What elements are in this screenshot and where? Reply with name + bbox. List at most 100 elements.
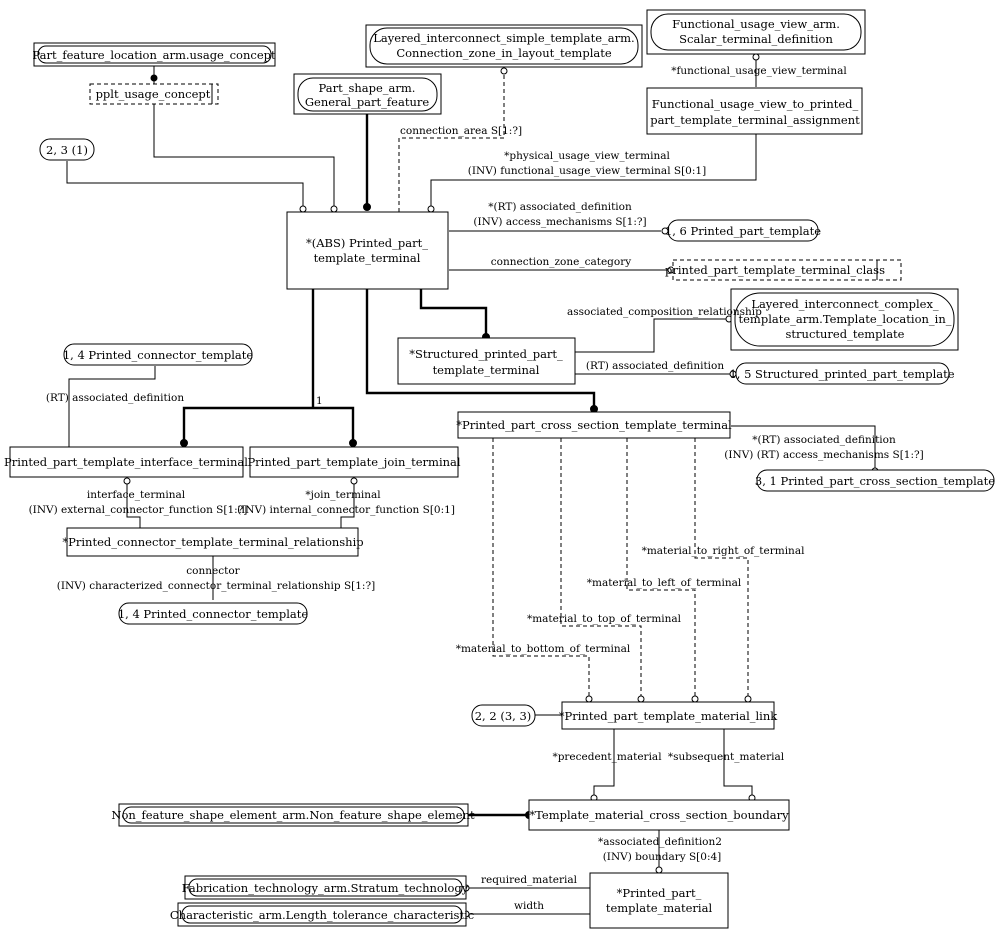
select-label: pplt_usage_concept bbox=[96, 87, 211, 101]
entity-label: Characteristic_arm.Length_tolerance_char… bbox=[170, 908, 474, 922]
label-join-terminal: *join_terminal bbox=[305, 489, 381, 501]
join-terminal-line bbox=[340, 484, 355, 528]
terminator bbox=[637, 695, 645, 703]
entity-structured-printed-part-template-terminal[interactable]: *Structured_printed_part_ template_termi… bbox=[397, 337, 576, 385]
entity-printed-part-template-material[interactable]: *Printed_part_ template_material bbox=[589, 872, 729, 929]
page-ref-1-4-printed-connector-template-top[interactable]: 1, 4 Printed_connector_template bbox=[63, 343, 254, 366]
entity-non-feature-shape-element[interactable]: Non_feature_shape_element_arm.Non_featur… bbox=[111, 803, 475, 827]
terminator bbox=[500, 67, 508, 75]
entity-label-line-1: Layered_interconnect_simple_template_arm… bbox=[373, 31, 634, 45]
label-inv-rt-access-mechanisms: (INV) (RT) access_mechanisms S[1:?] bbox=[724, 449, 923, 461]
terminator bbox=[349, 439, 357, 447]
entity-join-terminal[interactable]: Printed_part_template_join_terminal bbox=[247, 446, 461, 478]
entity-interface-terminal[interactable]: Printed_part_template_interface_terminal bbox=[4, 446, 248, 478]
terminator bbox=[691, 695, 699, 703]
entity-label-line-1: Functional_usage_view_arm. bbox=[672, 17, 840, 31]
entity-label-line-2: General_part_feature bbox=[305, 95, 430, 109]
entity-part-feature-location-usage-concept[interactable]: Part_feature_location_arm.usage_concept bbox=[32, 42, 276, 67]
label-physical-usage-view-terminal: *physical_usage_view_terminal bbox=[504, 150, 670, 162]
entity-label-line-3: structured_template bbox=[786, 327, 905, 341]
connector-associated-definition-line bbox=[68, 366, 156, 447]
terminator bbox=[180, 439, 188, 447]
entity-label: Fabrication_technology_arm.Stratum_techn… bbox=[182, 881, 469, 895]
page-ref-1-4-printed-connector-template-bottom[interactable]: 1, 4 Printed_connector_template bbox=[118, 602, 309, 625]
terminator bbox=[330, 205, 338, 213]
entity-label-line-2: template_terminal bbox=[433, 363, 540, 377]
label-inv-functional-usage-view-terminal: (INV) functional_usage_view_terminal S[0… bbox=[468, 165, 706, 177]
label-associated-composition-relationship: associated_composition_relationship bbox=[567, 306, 762, 318]
label-rt-associated-definition-cross: *(RT) associated_definition bbox=[752, 434, 896, 446]
connection-area-line bbox=[398, 70, 505, 212]
page-ref-1-6-printed-part-template[interactable]: 1, 6 Printed_part_template bbox=[665, 219, 821, 242]
entity-layered-interconnect-simple[interactable]: Layered_interconnect_simple_template_arm… bbox=[365, 24, 643, 68]
ref-label: 1, 5 Structured_printed_part_template bbox=[729, 367, 954, 381]
label-inv-boundary: (INV) boundary S[0:4] bbox=[603, 851, 722, 863]
entity-label: Printed_part_template_interface_terminal bbox=[4, 455, 248, 469]
entity-connector-terminal-relationship[interactable]: *Printed_connector_template_terminal_rel… bbox=[62, 527, 364, 557]
label-inv-external-connector-function: (INV) external_connector_function S[1:?] bbox=[29, 504, 248, 516]
terminator bbox=[590, 405, 598, 413]
page-ref-2-3-1[interactable]: 2, 3 (1) bbox=[39, 138, 95, 161]
entity-length-tolerance-characteristic[interactable]: Characteristic_arm.Length_tolerance_char… bbox=[170, 902, 474, 927]
page-ref-1-5-structured-printed-part-template[interactable]: 1, 5 Structured_printed_part_template bbox=[729, 362, 955, 385]
entity-cross-section-template-terminal[interactable]: *Printed_part_cross_section_template_ter… bbox=[456, 411, 732, 439]
terminator bbox=[150, 74, 158, 82]
label-precedent-material: *precedent_material bbox=[552, 751, 662, 763]
associated-composition-line bbox=[575, 318, 728, 353]
entity-label-line-1: *Printed_part_ bbox=[617, 886, 702, 900]
entity-label-line-1: Layered_interconnect_complex_ bbox=[751, 297, 939, 311]
entity-functional-usage-view-assignment[interactable]: Functional_usage_view_to_printed_ part_t… bbox=[646, 87, 863, 135]
entity-label-line-2: template_arm.Template_location_in_ bbox=[739, 312, 952, 326]
type-printed-part-template-terminal-class[interactable]: printed_part_template_terminal_class bbox=[665, 259, 902, 281]
entity-functional-usage-view-scalar[interactable]: Functional_usage_view_arm. Scalar_termin… bbox=[646, 9, 866, 55]
ref-label: 1, 4 Printed_connector_template bbox=[118, 607, 309, 621]
label-material-to-right: *material_to_right_of_terminal bbox=[642, 545, 806, 557]
entity-material-link[interactable]: *Printed_part_template_material_link bbox=[559, 701, 779, 730]
ref-label: 3, 1 Printed_part_cross_section_template bbox=[755, 474, 995, 488]
label-connection-zone-category: connection_zone_category bbox=[491, 256, 631, 268]
select-pplt-usage-concept[interactable]: pplt_usage_concept bbox=[89, 83, 219, 105]
label-material-to-left: *material_to_left_of_terminal bbox=[587, 577, 742, 589]
material-to-bottom-line bbox=[492, 438, 590, 697]
terminator bbox=[299, 205, 307, 213]
label-rt-associated-definition-structured: (RT) associated_definition bbox=[586, 360, 724, 372]
physical-usage-view-terminal-line bbox=[430, 134, 757, 206]
terminator bbox=[585, 695, 593, 703]
entity-layered-interconnect-complex[interactable]: Layered_interconnect_complex_ template_a… bbox=[730, 288, 959, 351]
entity-label: *Printed_connector_template_terminal_rel… bbox=[62, 535, 363, 549]
label-inv-characterized-connector: (INV) characterized_connector_terminal_r… bbox=[57, 580, 375, 592]
cross-section-associated-definition-line bbox=[731, 425, 876, 470]
label-connection-area: connection_area S[1:?] bbox=[400, 125, 522, 137]
label-material-to-bottom: *material_to_bottom_of_terminal bbox=[456, 643, 631, 655]
entity-label-line-2: Scalar_terminal_definition bbox=[679, 32, 833, 46]
entity-template-material-cross-section-boundary[interactable]: *Template_material_cross_section_boundar… bbox=[528, 799, 790, 831]
entity-stratum-technology[interactable]: Fabrication_technology_arm.Stratum_techn… bbox=[182, 875, 469, 900]
entity-label-line-1: *(ABS) Printed_part_ bbox=[306, 236, 428, 250]
material-to-right-line bbox=[694, 438, 749, 697]
terminator bbox=[752, 53, 760, 61]
terminator bbox=[655, 866, 663, 874]
label-inv-access-mechanisms: (INV) access_mechanisms S[1:?] bbox=[473, 216, 646, 228]
ref-2-3-1-line bbox=[66, 161, 304, 206]
label-width: width bbox=[514, 900, 544, 912]
pplt-usage-concept-line bbox=[153, 104, 335, 206]
page-ref-2-2-3-3[interactable]: 2, 2 (3, 3) bbox=[471, 704, 536, 727]
ref-label: 2, 3 (1) bbox=[46, 143, 88, 157]
entity-abs-printed-part-template-terminal[interactable]: *(ABS) Printed_part_ template_terminal bbox=[286, 211, 449, 290]
terminator bbox=[350, 477, 358, 485]
page-ref-3-1-cross-section-template[interactable]: 3, 1 Printed_part_cross_section_template bbox=[755, 469, 995, 492]
entity-part-shape-general-part-feature[interactable]: Part_shape_arm. General_part_feature bbox=[293, 73, 442, 115]
entity-label-line-2: Connection_zone_in_layout_template bbox=[396, 46, 612, 60]
terminator bbox=[123, 477, 131, 485]
relationship-lines bbox=[66, 58, 876, 915]
entity-label: *Printed_part_cross_section_template_ter… bbox=[456, 418, 732, 432]
label-subsequent-material: *subsequent_material bbox=[668, 751, 785, 763]
entity-label: Printed_part_template_join_terminal bbox=[247, 455, 460, 469]
material-to-left-line bbox=[626, 438, 696, 697]
entity-label-line-2: template_terminal bbox=[314, 251, 421, 265]
terminator bbox=[427, 205, 435, 213]
terminator bbox=[363, 203, 371, 211]
structured-subtype-line bbox=[419, 289, 488, 336]
precedent-material-line bbox=[593, 729, 615, 797]
